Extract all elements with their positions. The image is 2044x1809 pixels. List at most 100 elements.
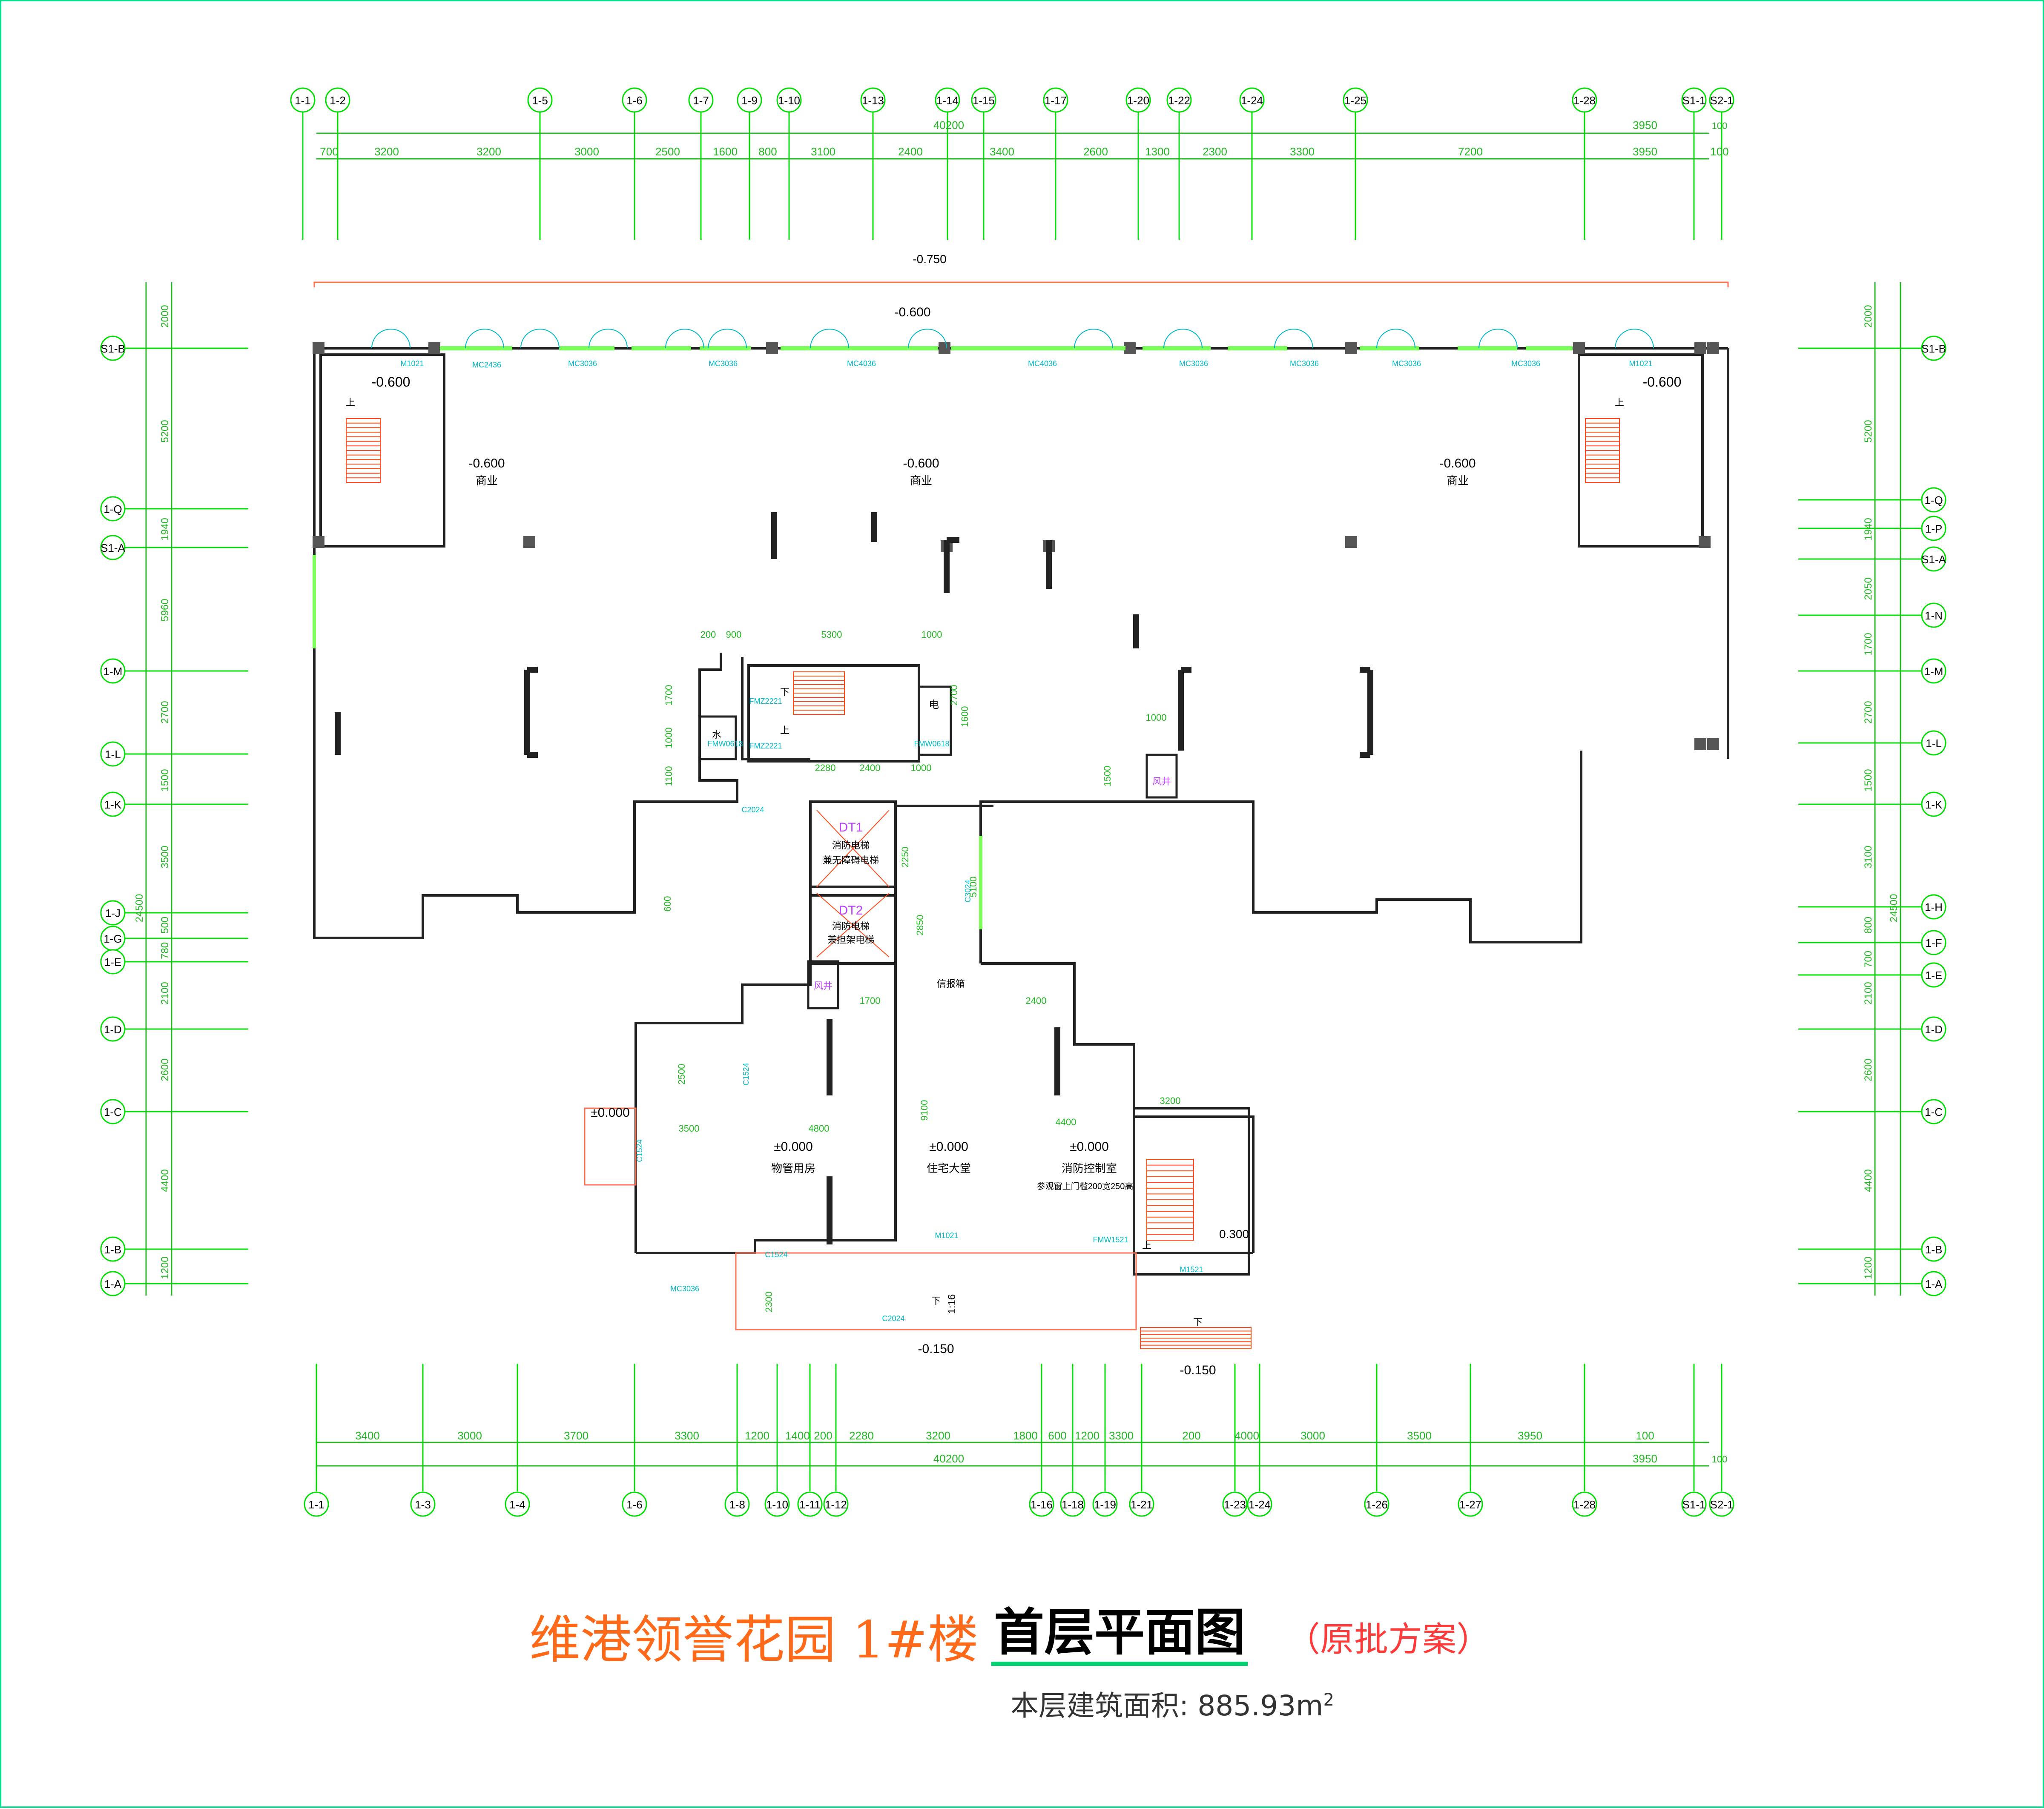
top-axis-label: 1-5	[532, 94, 548, 107]
right-axis-label: 1-E	[1925, 969, 1942, 982]
dim-bottom-segment: 4000	[1234, 1429, 1259, 1442]
dim-top-segment: 2600	[1083, 145, 1108, 158]
level-side-entry: ±0.000	[591, 1106, 630, 1120]
dim-top-segment: 2400	[898, 145, 923, 158]
dim-right-segment: 4400	[1863, 1169, 1874, 1192]
dim-bottom-segment: 3000	[1300, 1429, 1325, 1442]
right-axis-label: 1-H	[1925, 901, 1943, 914]
up-east: 上	[1615, 397, 1624, 408]
lift1-line-a: 消防电梯	[832, 840, 870, 851]
level-shop-center: -0.600	[903, 456, 939, 470]
scheme-note: （原批方案）	[1286, 1620, 1491, 1659]
column	[1707, 738, 1719, 750]
column	[1707, 342, 1719, 354]
right-axis-label: 1-B	[1925, 1243, 1942, 1256]
floor-area: 本层建筑面积: 885.93m2	[1011, 1683, 1334, 1724]
door-swing	[1163, 329, 1203, 349]
top-axis-label: 1-13	[862, 94, 884, 107]
electric-room	[918, 685, 952, 756]
lift2-line-a: 消防电梯	[832, 921, 870, 932]
level-entry-stair: -0.150	[1180, 1363, 1216, 1377]
lift-cross	[816, 810, 890, 887]
top-axis-label: S1-1	[1682, 94, 1706, 107]
column	[1694, 342, 1706, 354]
bottom-axis-label: 1-19	[1094, 1498, 1116, 1511]
interior-dim: 5100	[968, 877, 979, 897]
dim-top-segment: 3400	[990, 145, 1014, 158]
interior-dim: 1000	[1146, 712, 1167, 723]
dim-bottom-segment: 1200	[1075, 1429, 1100, 1442]
dim-left-segment: 5960	[159, 599, 171, 621]
dim-top-segment: 2300	[1203, 145, 1227, 158]
column	[1345, 536, 1357, 548]
dim-top-segment: 3300	[1290, 145, 1315, 158]
door-swing	[1274, 329, 1313, 349]
left-axis-label: 1-L	[105, 748, 121, 761]
bottom-axis-bubble	[1029, 1491, 1054, 1517]
exterior-wall	[981, 962, 1253, 1254]
door-label: MC3036	[1290, 359, 1319, 368]
door-label: FMZ2221	[749, 742, 782, 750]
top-axis-label: S2-1	[1710, 94, 1734, 107]
door-label: M1521	[1180, 1265, 1203, 1274]
dim-left-segment: 2600	[159, 1058, 171, 1081]
ramp-slope: 1:16	[946, 1294, 958, 1314]
dim-bottom-segment: 100	[1636, 1429, 1654, 1442]
bottom-axis-bubble	[764, 1491, 790, 1517]
bottom-axis-label: 1-12	[825, 1498, 847, 1511]
dim-top-total-end: 3950	[1633, 119, 1657, 132]
floor-area-value: 885.93m	[1197, 1689, 1323, 1722]
door-swing	[465, 329, 504, 349]
room-electric: 电	[929, 699, 939, 711]
right-axis-label: 1-A	[1925, 1278, 1943, 1290]
dim-top-segment: 2500	[655, 145, 680, 158]
top-axis-label: 1-6	[626, 94, 643, 107]
dim-top-segment: 1300	[1145, 145, 1170, 158]
left-axis-label: 1-A	[104, 1278, 122, 1290]
core-dim: 2700	[949, 685, 959, 706]
bottom-axis-label: 1-24	[1249, 1498, 1271, 1511]
lift-shaft-2	[809, 886, 897, 965]
door-swing	[1074, 329, 1113, 349]
left-axis-label: S1-B	[100, 342, 125, 355]
door-label: C2024	[882, 1314, 904, 1323]
interior-dim: 2300	[764, 1292, 774, 1313]
dim-top-segment: 7200	[1458, 145, 1483, 158]
dim-top-segment: 3950	[1633, 145, 1657, 158]
dim-right-segment: 5200	[1863, 420, 1874, 442]
dim-left-segment: 1940	[159, 518, 171, 540]
interior-dim: 2500	[676, 1064, 687, 1085]
up-west: 上	[346, 397, 355, 408]
interior-dim: 3500	[679, 1123, 700, 1134]
right-axis-label: 1-C	[1925, 1106, 1943, 1118]
dim-left-segment: 3500	[159, 846, 171, 868]
dim-right-segment: 2700	[1863, 701, 1874, 723]
dim-left-segment: 500	[159, 917, 171, 934]
door-label: MC3036	[1392, 359, 1421, 368]
exterior-wall	[979, 751, 1582, 963]
dim-bottom-segment: 3300	[1109, 1429, 1134, 1442]
top-axis-label: 1-20	[1127, 94, 1149, 107]
dim-left-segment: 1200	[159, 1256, 171, 1279]
dim-left-segment: 780	[159, 942, 171, 959]
bottom-axis-bubble	[1247, 1491, 1272, 1517]
exterior-wall	[636, 806, 897, 1254]
bottom-axis-label: 1-6	[626, 1498, 643, 1511]
dim-top-segment: 700	[320, 145, 338, 158]
lift2-line-b: 兼担架电梯	[827, 935, 874, 945]
interior-dim: 2850	[915, 915, 925, 936]
level-shop-north: -0.600	[894, 305, 930, 319]
dim-right-total: 24500	[1888, 894, 1900, 923]
exterior-wall	[634, 802, 812, 1253]
floor-area-unit: 2	[1323, 1690, 1334, 1710]
core-dim: 2280	[815, 763, 836, 773]
column	[1345, 342, 1357, 354]
lift1-id: DT1	[839, 820, 863, 834]
dim-top-segment: 800	[758, 145, 777, 158]
top-axis-label: 1-10	[778, 94, 800, 107]
interior-dim: 4800	[809, 1123, 830, 1134]
title-block: 维港领誉花园 1#楼 首层平面图 （原批方案）	[529, 1594, 1551, 1666]
bottom-axis-label: 1-11	[799, 1498, 821, 1511]
left-axis-label: 1-M	[103, 665, 123, 678]
level-shop-west: -0.600	[372, 374, 411, 390]
